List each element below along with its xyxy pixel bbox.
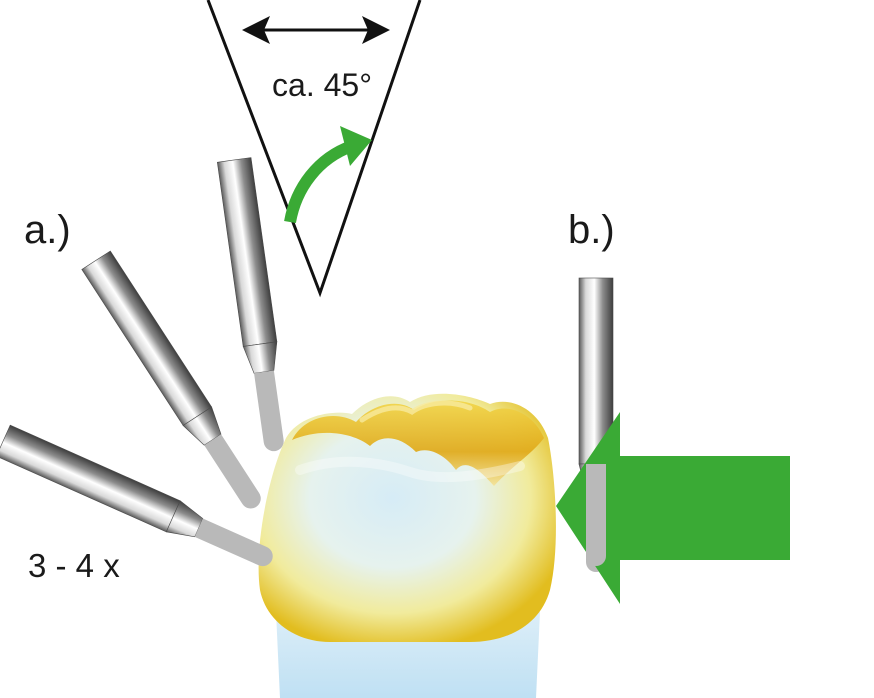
angle-label: ca. 45° — [272, 67, 372, 103]
step-a-label: a.) — [24, 208, 71, 252]
push-arrow-icon — [556, 412, 790, 604]
tooth-cusps — [292, 400, 544, 486]
rotation-arrowhead-icon — [340, 126, 372, 166]
probe-position-1 — [216, 157, 293, 454]
arrowhead-right-icon — [362, 16, 390, 44]
arrowhead-left-icon — [242, 16, 270, 44]
repeat-count-label: 3 - 4 x — [28, 547, 120, 584]
step-b-label: b.) — [568, 208, 615, 252]
rotation-arrow-icon — [284, 140, 355, 224]
angle-wedge-outline — [206, 0, 422, 298]
